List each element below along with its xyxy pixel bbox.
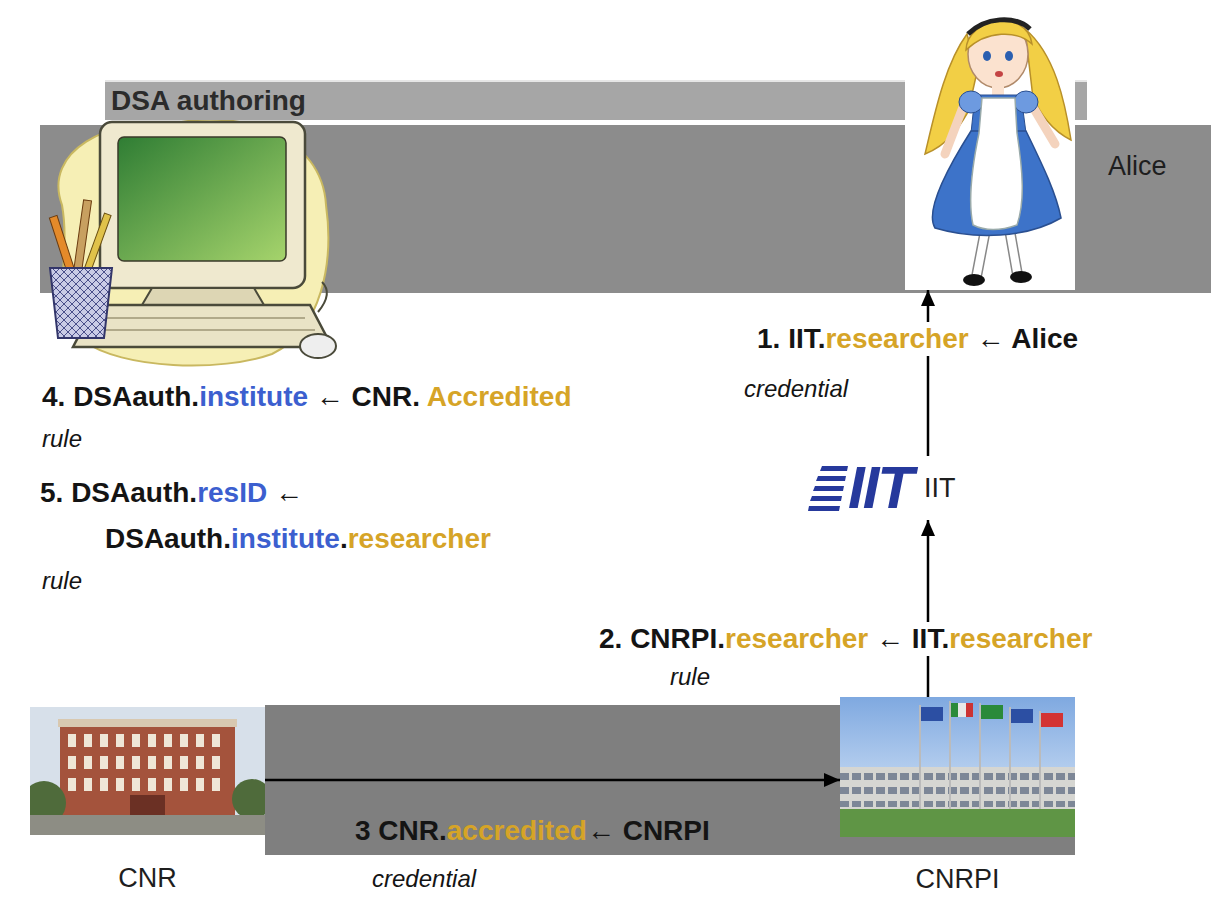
ellipse-shape — [995, 71, 1003, 77]
circle-shape — [232, 779, 265, 819]
rect-shape — [30, 707, 265, 835]
path-shape — [977, 232, 985, 274]
polygon-shape — [73, 305, 332, 347]
ellipse-shape — [300, 334, 336, 358]
rect-shape — [130, 795, 165, 817]
computer-icon — [49, 120, 336, 366]
ellipse-shape — [959, 91, 983, 113]
kind-note: credential — [742, 374, 850, 404]
path-shape — [968, 20, 1030, 34]
rule-statement: 5. DSAauth.resID ← DSAauth.institute.res… — [40, 470, 600, 562]
highlight-word: resID — [197, 477, 267, 508]
node-label: CNRPI — [915, 863, 999, 895]
kind-note: credential — [370, 864, 478, 894]
path-shape — [1025, 29, 1071, 140]
kind-note: rule — [40, 566, 84, 596]
alice-illustration — [905, 2, 1075, 290]
path-shape — [920, 701, 1040, 809]
ellipse-shape — [983, 51, 991, 61]
connector-arrow — [265, 779, 840, 782]
path-shape — [1033, 107, 1055, 144]
rect-shape — [840, 809, 1075, 837]
cnr-building-photo — [30, 707, 265, 835]
highlight-word: researcher — [949, 623, 1092, 654]
rect-shape — [1041, 713, 1063, 727]
rect-shape — [118, 137, 286, 261]
rect-shape — [981, 705, 1003, 719]
highlight-word: researcher — [825, 323, 968, 354]
highlight-word: institute — [231, 523, 340, 554]
path-shape — [971, 98, 1023, 230]
rect-shape — [951, 703, 973, 717]
iit-logo-node: IIT IIT — [806, 456, 958, 520]
path-shape — [808, 466, 848, 511]
ellipse-shape — [1010, 271, 1032, 283]
polygon-shape — [142, 288, 264, 305]
rect-shape — [1011, 709, 1033, 723]
highlight-word: researcher — [348, 523, 491, 554]
connector-arrow — [927, 290, 930, 456]
kind-note: rule — [40, 424, 84, 454]
rect-shape — [966, 703, 973, 717]
highlight-word: accredited — [447, 815, 587, 846]
kind-note: rule — [668, 662, 712, 692]
rect-shape — [60, 723, 235, 817]
rect-shape — [951, 703, 958, 717]
rect-shape — [58, 719, 237, 727]
path-shape — [1010, 232, 1017, 272]
highlight-word: institute — [199, 381, 308, 412]
path-shape — [945, 107, 963, 154]
cnrpi-campus-photo — [840, 697, 1075, 837]
rect-shape — [905, 2, 1075, 290]
logo-wordmark: IIT — [848, 458, 912, 518]
ellipse-shape — [1014, 91, 1038, 113]
path-shape — [1010, 232, 1017, 272]
path-shape — [977, 232, 985, 274]
rect-shape — [30, 815, 265, 835]
node-label: CNR — [118, 862, 177, 894]
cnrpi-photo: CNRPI — [840, 697, 1075, 837]
node-label: IIT — [924, 473, 956, 504]
ellipse-shape — [963, 274, 985, 286]
highlight-word: researcher — [725, 623, 868, 654]
ellipse-shape — [1005, 51, 1013, 61]
rect-shape — [840, 697, 1075, 837]
connector-arrow — [927, 520, 930, 697]
rule-statement: 4. DSAauth.institute ← CNR. Accredited — [40, 380, 574, 414]
credential-statement: 3 CNR.accredited← CNRPI — [355, 814, 710, 848]
rule-statement: 2. CNRPI.researcher ← IIT.researcher — [597, 622, 1094, 656]
rect-shape — [100, 122, 305, 288]
rect-shape — [66, 734, 228, 798]
rect-shape — [921, 707, 943, 721]
iit-logo-stripes — [808, 462, 848, 514]
highlight-word: Accredited — [427, 381, 572, 412]
cnr-photo: CNR — [30, 707, 265, 835]
path-shape — [92, 318, 315, 330]
node-label: Alice — [1108, 150, 1167, 182]
credential-statement: 1. IIT.researcher ← Alice — [755, 322, 1080, 356]
path-shape — [50, 268, 112, 338]
alice-picture: Alice — [905, 2, 1075, 290]
path-shape — [318, 282, 327, 312]
